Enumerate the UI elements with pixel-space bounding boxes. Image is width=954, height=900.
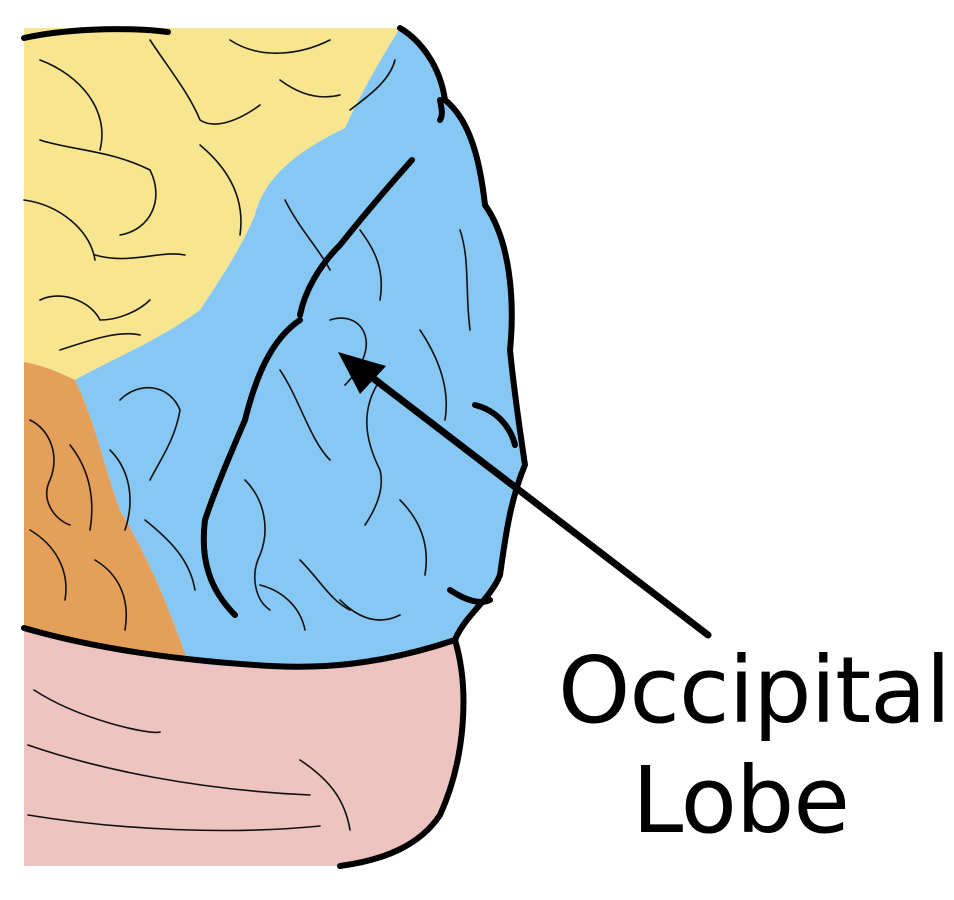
top-edge-outline [21,26,171,41]
parietal-lobe-region [23,28,400,380]
label-line-occipital: Occipital [558,637,950,744]
arrow-head-icon [338,352,386,394]
temporal-lobe-region [24,362,188,662]
pointer-arrow [338,352,712,639]
cerebellum-region [24,628,467,869]
cerebellum-fill [24,628,464,866]
label-line-lobe: Lobe [632,747,849,854]
temporal-lobe-fill [24,362,188,662]
occipital-lobe-region [75,28,525,667]
occipital-lobe-fill [75,28,525,667]
parietal-lobe-fill [24,28,400,380]
